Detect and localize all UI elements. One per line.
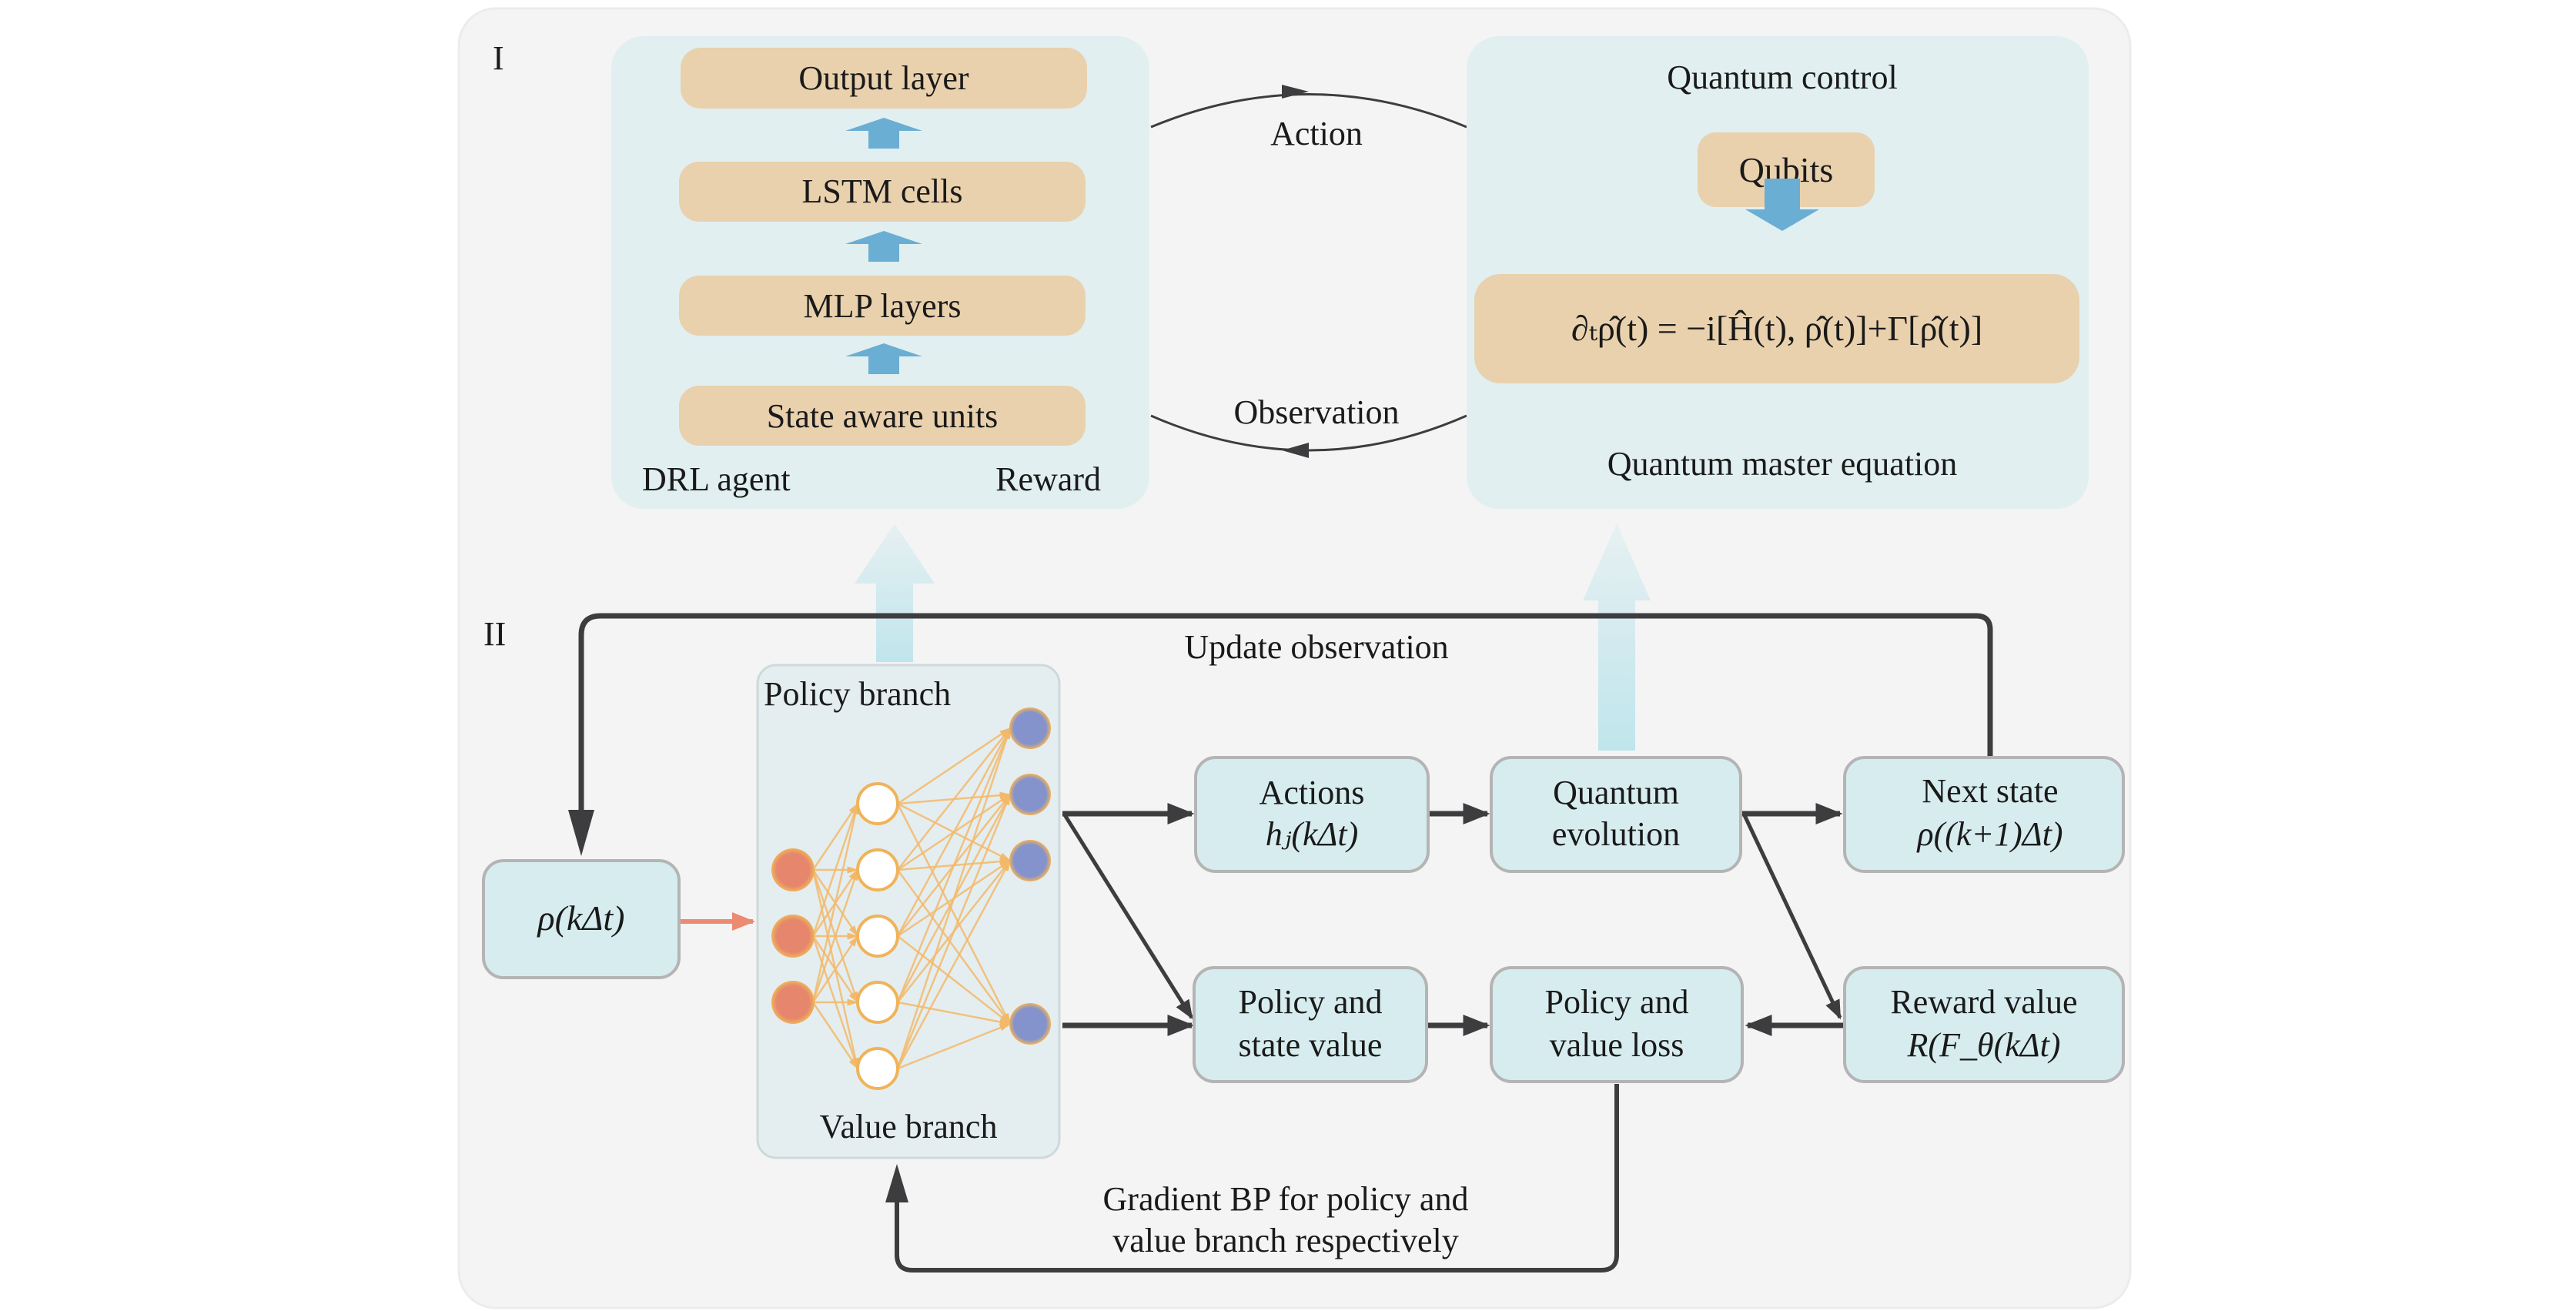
svg-text:Output layer: Output layer [798,59,969,97]
network-edge [896,803,1012,1025]
svg-text:∂ₜρ̂(t) = −i[Ĥ(t), ρ̂(t)]+Γ[ρ̂: ∂ₜρ̂(t) = −i[Ĥ(t), ρ̂(t)]+Γ[ρ̂(t)] [1571,309,1982,348]
network-edge [897,727,1012,805]
gradient-arrowhead-icon [885,1164,908,1202]
observation-arrowhead-icon [1282,443,1309,458]
network-edge [811,1002,859,1070]
gradient-label-line1: Gradient BP for policy and [1103,1180,1469,1218]
policy-state-value-box: Policy and state value [1193,966,1428,1083]
output-node [1009,774,1051,815]
quantum-evolution-box: Quantum evolution [1490,756,1742,873]
svg-text:Next state: Next state [1922,772,2058,810]
network-edge [897,935,1012,1025]
drl-agent-label: DRL agent [642,460,791,498]
input-node [771,848,815,891]
output-node [1009,1003,1051,1045]
section-label-ii: II [483,615,506,653]
master-equation-box: ∂ₜρ̂(t) = −i[Ĥ(t), ρ̂(t)]+Γ[ρ̂(t)] [1474,274,2079,383]
network-edge [896,793,1012,1069]
gradient-label-line2: value branch respectively [1112,1222,1459,1259]
network-edge [897,1001,1012,1025]
arrow-up-icon [845,118,922,149]
update-observation-label: Update observation [1184,628,1448,666]
action-arc [1150,93,1467,129]
layer-mlp: MLP layers [679,276,1086,336]
svg-text:LSTM cells: LSTM cells [802,172,963,210]
svg-text:Quantum: Quantum [1553,774,1679,811]
drl-agent-panel: Output layer LSTM cells MLP layers State… [611,36,1149,509]
svg-text:evolution: evolution [1552,815,1680,853]
layer-lstm: LSTM cells [679,162,1086,222]
input-node [771,915,815,958]
update-observation-line [578,613,1993,847]
faded-arrow-policy [855,523,935,662]
input-node [771,981,815,1024]
policy-value-loss-box: Policy and value loss [1490,966,1744,1083]
update-arrowhead-icon [568,810,594,856]
network-nodes [771,707,1051,1090]
next-state-box: Next state ρ((k+1)Δt) [1843,756,2125,873]
svg-text:state value: state value [1239,1026,1383,1064]
svg-text:MLP layers: MLP layers [804,287,962,325]
svg-text:Policy and: Policy and [1239,983,1383,1021]
master-equation-label: Quantum master equation [1607,445,1958,483]
quantum-control-panel: Quantum control Qubits ∂ₜρ̂(t) = −i[Ĥ(t)… [1467,36,2089,509]
network-edge [811,802,859,871]
action-label: Action [1270,115,1363,152]
observation-label: Observation [1233,393,1399,431]
svg-text:R(F_θ(kΔt): R(F_θ(kΔt) [1907,1026,2061,1064]
section-label-i: I [493,39,504,77]
output-node [1009,707,1051,749]
gradient-bp-line [895,1084,1619,1273]
arrow-down-icon [1745,179,1819,231]
layer-state-aware: State aware units [679,386,1086,446]
network-edges [811,727,1012,1070]
network-panel: Policy branch Value branch [756,664,1061,1159]
network-edge [811,802,859,1003]
svg-text:Policy and: Policy and [1545,983,1689,1021]
network-edge [811,802,859,937]
network-edge [896,727,1012,1069]
svg-text:hⱼ(kΔt): hⱼ(kΔt) [1266,815,1359,853]
output-node [1009,840,1051,881]
network-edge [811,935,859,1003]
faded-arrow-quantum [1583,523,1651,751]
evolution-to-reward-arrow [1741,812,1842,1020]
policy-branch-label: Policy branch [764,675,951,713]
value-branch-label: Value branch [820,1108,998,1145]
state-box: ρ(kΔt) [482,859,681,979]
network-edge [811,868,859,1003]
hidden-node [856,848,899,891]
network-edge [897,727,1011,871]
hidden-node [856,782,899,825]
arrow-up-icon [845,343,922,374]
svg-text:ρ(kΔt): ρ(kΔt) [537,898,625,938]
network-edge [896,869,1012,1025]
network-edge [896,859,1012,1069]
network-edge [896,727,1012,937]
network-edge [896,727,1012,1003]
hidden-node [856,915,899,958]
network-output-arrows [1062,803,1195,1036]
action-arrowhead-icon [1282,85,1309,99]
svg-text:Reward value: Reward value [1890,983,2077,1021]
quantum-control-title: Quantum control [1667,59,1897,96]
qubits-box: Qubits [1698,132,1875,207]
network-edge [897,1022,1012,1070]
reward-label: Reward [995,460,1101,498]
action-observation-loop: Action Observation [1150,85,1467,458]
svg-text:value loss: value loss [1550,1026,1684,1064]
hidden-node [856,981,899,1024]
hidden-node [856,1047,899,1090]
arrow-up-icon [845,231,922,262]
actions-box: Actions hⱼ(kΔt) [1194,756,1430,873]
svg-text:ρ((k+1)Δt): ρ((k+1)Δt) [1916,815,2063,853]
svg-text:State aware units: State aware units [767,397,999,435]
reward-value-box: Reward value R(F_θ(kΔt) [1843,966,2125,1083]
layer-output: Output layer [681,48,1087,109]
svg-text:Actions: Actions [1260,774,1365,811]
